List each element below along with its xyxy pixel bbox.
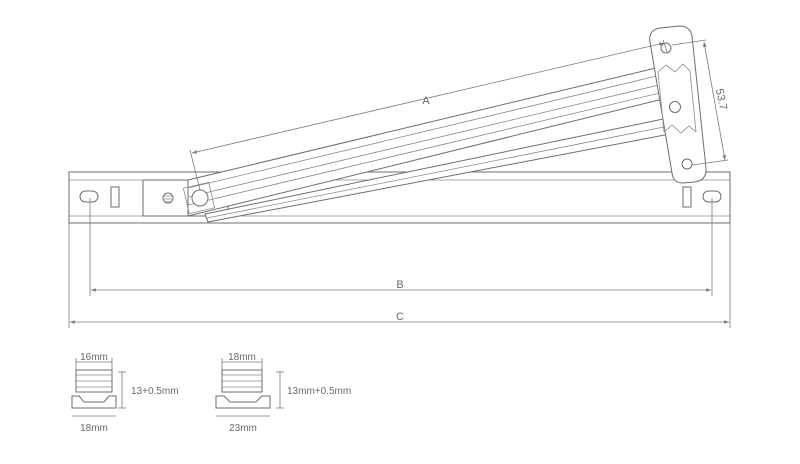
left-cutout — [110, 186, 120, 208]
arm-mounting-plate — [649, 25, 707, 184]
arm-pivot-hole — [191, 189, 209, 207]
dimension-b-label: B — [396, 279, 403, 291]
plate-hole-bottom — [681, 158, 693, 170]
profile-large-section: 18mm 13mm+0.5mm 23mm — [215, 352, 351, 434]
profile-large-base-width: 23mm — [229, 423, 257, 434]
dimension-a: A — [189, 39, 668, 191]
dimension-hole-spacing-label: 53.7 — [713, 88, 729, 111]
profile-small-top-width: 16mm — [80, 352, 108, 363]
dimension-b: B — [89, 198, 713, 296]
profile-small-section: 16mm 13+0.5mm 18mm — [71, 352, 179, 434]
profile-small-height: 13+0.5mm — [131, 386, 179, 397]
profile-large-height: 13mm+0.5mm — [287, 386, 351, 397]
adjust-screw-icon — [162, 192, 174, 204]
plate-hole-middle — [669, 101, 681, 113]
dimension-c: C — [68, 223, 731, 328]
profile-small-base-width: 18mm — [80, 423, 108, 434]
profile-large-top-width: 18mm — [228, 352, 256, 363]
dimension-hole-spacing: 53.7 — [671, 39, 729, 166]
right-cutout — [682, 186, 692, 208]
dimension-c-label: C — [396, 311, 404, 323]
dimension-a-label: A — [422, 95, 430, 107]
left-slot-hole — [79, 190, 99, 203]
